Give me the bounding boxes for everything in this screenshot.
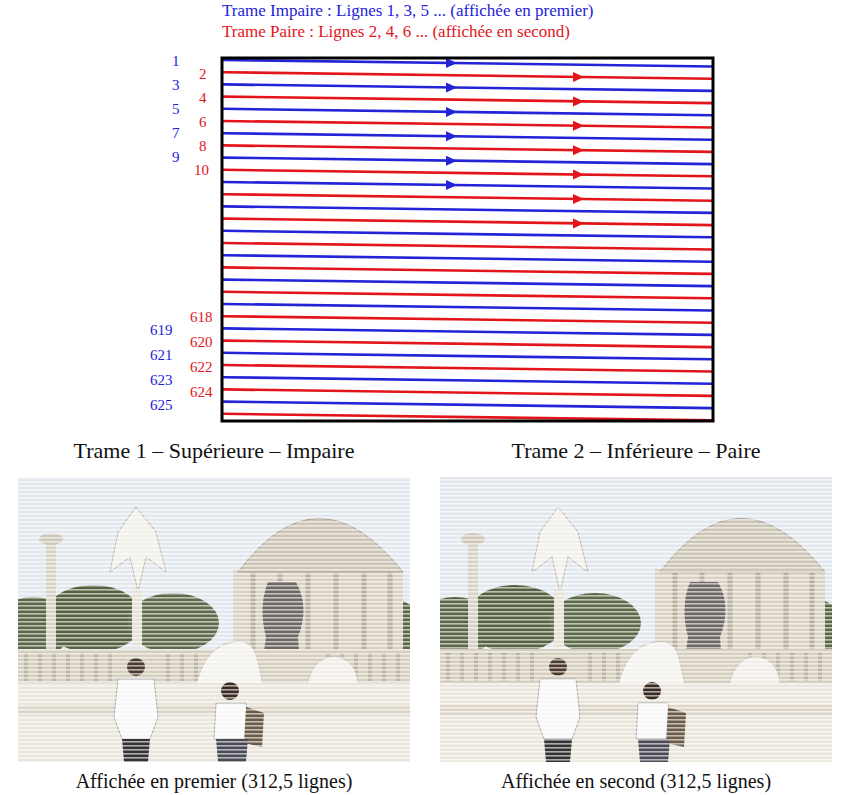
- direction-arrow: [446, 83, 457, 93]
- scan-line: [223, 243, 712, 250]
- line-number: 620: [190, 334, 213, 351]
- scan-line: [223, 133, 712, 140]
- line-number: 2: [199, 66, 207, 83]
- line-number: 8: [199, 138, 207, 155]
- scan-line: [223, 121, 712, 128]
- line-number: 1: [172, 53, 180, 70]
- direction-arrow: [573, 72, 584, 82]
- scan-line: [223, 206, 712, 213]
- scan-frame: [222, 58, 713, 421]
- line-number: 624: [190, 384, 213, 401]
- field-caption: Affichée en second (312,5 lignes): [498, 770, 774, 793]
- scan-line: [223, 377, 712, 384]
- interlace-stripes: [440, 477, 832, 762]
- scan-line: [223, 158, 712, 165]
- line-number: 622: [190, 359, 213, 376]
- line-number: 618: [190, 309, 213, 326]
- scan-line: [223, 280, 712, 287]
- line-number: 10: [194, 162, 209, 179]
- scan-line: [223, 389, 712, 396]
- scan-line: [223, 304, 712, 311]
- line-number: 621: [150, 347, 173, 364]
- legend-line: Trame Impaire : Lignes 1, 3, 5 ... (affi…: [222, 2, 594, 21]
- scan-line: [223, 170, 712, 177]
- scan-line: [223, 316, 712, 323]
- scan-line: [223, 109, 712, 116]
- scan-line: [223, 60, 712, 67]
- field-panel: Trame 2 – Inférieure – PaireAffichée en …: [432, 438, 840, 793]
- direction-arrow: [446, 131, 457, 141]
- scan-lines: [223, 60, 712, 420]
- scan-line: [223, 402, 712, 409]
- direction-arrow: [573, 194, 584, 204]
- photo-scene: [415, 477, 845, 762]
- scan-area: [222, 58, 713, 421]
- direction-arrow: [446, 156, 457, 166]
- direction-arrow: [573, 96, 584, 106]
- line-number: 3: [172, 77, 180, 94]
- field-caption: Affichée en premier (312,5 lignes): [73, 770, 356, 793]
- scan-arrows: [446, 58, 584, 228]
- line-number: 4: [199, 90, 207, 107]
- scan-line: [223, 328, 712, 335]
- field-heading: Trame 2 – Inférieure – Paire: [508, 438, 763, 463]
- scan-line: [223, 97, 712, 104]
- scan-line: [223, 267, 712, 274]
- scan-line: [223, 145, 712, 152]
- scan-line: [223, 219, 712, 226]
- scan-line: [223, 84, 712, 91]
- photo-scene: [0, 477, 423, 762]
- scan-line: [223, 292, 712, 299]
- photo-even-field: [415, 477, 845, 762]
- field-heading: Trame 1 – Supérieure – Impaire: [71, 438, 358, 463]
- photo-odd-field: [0, 477, 423, 762]
- scan-line: [223, 353, 712, 360]
- line-number: 5: [172, 101, 180, 118]
- direction-arrow: [573, 218, 584, 228]
- scan-line: [223, 414, 712, 420]
- direction-arrow: [446, 180, 457, 190]
- scan-line: [223, 72, 712, 79]
- line-number: 623: [150, 372, 173, 389]
- legend-line: Trame Paire : Lignes 2, 4, 6 ... (affich…: [222, 23, 570, 42]
- scan-line: [223, 231, 712, 238]
- field-panel: Trame 1 – Supérieure – ImpaireAffichée e…: [10, 438, 418, 793]
- line-number: 6: [199, 114, 207, 131]
- scan-line: [223, 255, 712, 262]
- scan-line: [223, 341, 712, 348]
- line-number: 7: [172, 125, 180, 142]
- scan-line: [223, 365, 712, 372]
- direction-arrow: [573, 121, 584, 131]
- line-number: 625: [150, 397, 173, 414]
- line-number: 619: [150, 322, 173, 339]
- direction-arrow: [446, 107, 457, 117]
- interlace-stripes: [18, 477, 410, 762]
- scan-line: [223, 194, 712, 201]
- direction-arrow: [573, 145, 584, 155]
- direction-arrow: [446, 58, 457, 68]
- scan-line: [223, 182, 712, 189]
- direction-arrow: [573, 170, 584, 180]
- line-number: 9: [172, 149, 180, 166]
